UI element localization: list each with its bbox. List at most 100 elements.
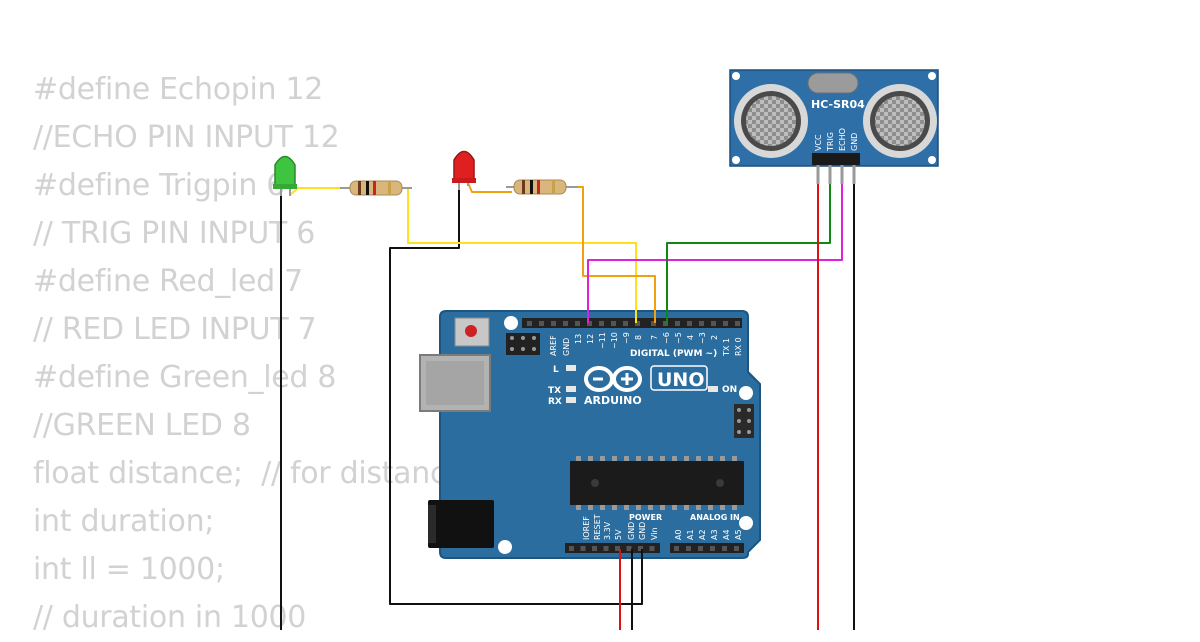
pin-label-a5: A5 — [734, 529, 743, 540]
chip-leg — [732, 505, 737, 510]
header-pin-hole — [651, 321, 656, 326]
tx-led — [566, 386, 576, 392]
chip-leg — [612, 456, 617, 461]
led-green-body — [274, 155, 296, 188]
arduino-uno-board[interactable]: AREF GND 13 12 ~11 ~10 ~9 8 7 ~6 ~5 4 ~3… — [419, 310, 761, 559]
on-led — [708, 386, 718, 392]
transducer-left-icon — [734, 84, 808, 158]
resistor-red-led[interactable] — [506, 179, 578, 195]
header-pin-hole — [563, 321, 568, 326]
pin-label-11: ~11 — [598, 332, 607, 349]
mounting-hole — [504, 316, 518, 330]
uno-badge: UNO — [657, 369, 704, 391]
pin-label-gnd2: GND — [638, 522, 647, 540]
code-line: // RED LED INPUT 7 — [33, 312, 317, 347]
power-jack-front — [428, 505, 436, 543]
wire-magenta-echo[interactable] — [587, 184, 843, 323]
on-label: ON — [722, 385, 737, 395]
wire-green-trig[interactable] — [666, 184, 831, 323]
chip-leg — [636, 505, 641, 510]
chip-leg — [732, 456, 737, 461]
header-pin-hole — [527, 321, 532, 326]
chip-leg — [588, 456, 593, 461]
pin-label-7: 7 — [650, 335, 659, 340]
chip-leg — [600, 505, 605, 510]
chip-leg — [720, 505, 725, 510]
wire-ground-led-to-gnd[interactable] — [389, 186, 643, 605]
header-pin-hole — [587, 321, 592, 326]
led-red[interactable] — [452, 150, 476, 191]
arduino-logo-icon — [584, 366, 642, 392]
sensor-pin-vcc-label: VCC — [814, 134, 823, 151]
pin-label-13: 13 — [574, 334, 583, 344]
pin-label-gnd1: GND — [627, 522, 636, 540]
chip-leg — [576, 505, 581, 510]
rx-led — [566, 397, 576, 403]
sensor-pin-echo-label: ECHO — [838, 128, 847, 151]
code-line: //ECHO PIN INPUT 12 — [33, 120, 340, 155]
chip-leg — [624, 456, 629, 461]
sensor-hole — [732, 72, 740, 80]
sensor-pin-gnd-label: GND — [850, 133, 859, 151]
analog-header — [670, 543, 744, 553]
pin-label-9: ~9 — [622, 332, 631, 344]
pin-label-a4: A4 — [722, 529, 731, 540]
code-line: //GREEN LED 8 — [33, 408, 251, 443]
chip-leg — [588, 505, 593, 510]
header-pin-hole — [638, 546, 643, 551]
reset-button[interactable] — [465, 325, 477, 337]
header-pin-hole — [710, 546, 715, 551]
chip-leg — [696, 505, 701, 510]
crystal — [807, 72, 859, 94]
wire-orange-red-led[interactable] — [467, 182, 656, 323]
header-pin-hole — [551, 321, 556, 326]
code-line: #define Red_led 7 — [33, 264, 303, 299]
ultrasonic-sensor[interactable]: HC-SR04 VCC TRIG ECHO GND — [729, 69, 939, 184]
pin-label-ioref: IOREF — [582, 516, 591, 540]
pin-label-12: 12 — [586, 334, 595, 344]
pin-label-a0: A0 — [674, 529, 683, 540]
sensor-pins — [816, 165, 856, 184]
resistor-green-led[interactable] — [340, 180, 412, 196]
l-led-label: L — [553, 365, 559, 375]
digital-header — [522, 318, 742, 328]
bottom-header-pins — [569, 546, 739, 551]
header-pin-hole — [649, 546, 655, 551]
header-pin-hole — [686, 546, 691, 551]
header-pin-hole — [611, 321, 616, 326]
header-pin-hole — [592, 546, 597, 551]
pin-label-a1: A1 — [686, 529, 695, 540]
pin-label-tx1: TX 1 — [722, 338, 731, 357]
pin-label-3: ~3 — [698, 332, 707, 344]
icsp-header — [506, 333, 540, 355]
header-pin-hole — [699, 321, 704, 326]
digital-pin-labels: AREF GND 13 12 ~11 ~10 ~9 8 7 ~6 ~5 4 ~3… — [549, 332, 743, 357]
pin-label-3v3: 3.3V — [603, 521, 612, 540]
code-line: // duration in 1000 — [33, 600, 307, 635]
led-green[interactable] — [273, 155, 297, 197]
rx-led-label: RX — [548, 397, 562, 407]
l-led — [566, 365, 576, 371]
header-pin-hole — [539, 321, 544, 326]
header-pin-hole — [711, 321, 716, 326]
wire-yellow-green-led[interactable] — [289, 187, 637, 323]
pin-label-5: ~5 — [674, 332, 683, 344]
analog-label: ANALOG IN — [690, 513, 740, 522]
code-line: int duration; — [33, 504, 215, 539]
led-red-body — [453, 150, 475, 182]
pin-label-8: 8 — [634, 335, 643, 340]
header-pin-hole — [615, 546, 620, 551]
code-line: #define Green_led 8 — [33, 360, 337, 395]
digital-header-pins — [527, 321, 740, 326]
pin-label-vin: Vin — [650, 527, 659, 540]
uno-badge-frame — [650, 365, 708, 391]
header-pin-hole — [599, 321, 604, 326]
header-pin-hole — [603, 546, 609, 551]
chip-leg — [660, 505, 665, 510]
code-line: #define Echopin 12 — [33, 72, 324, 107]
code-line: // TRIG PIN INPUT 6 — [33, 216, 316, 251]
chip-leg — [648, 505, 653, 510]
power-header — [565, 543, 660, 553]
code-line: int ll = 1000; — [33, 552, 225, 587]
